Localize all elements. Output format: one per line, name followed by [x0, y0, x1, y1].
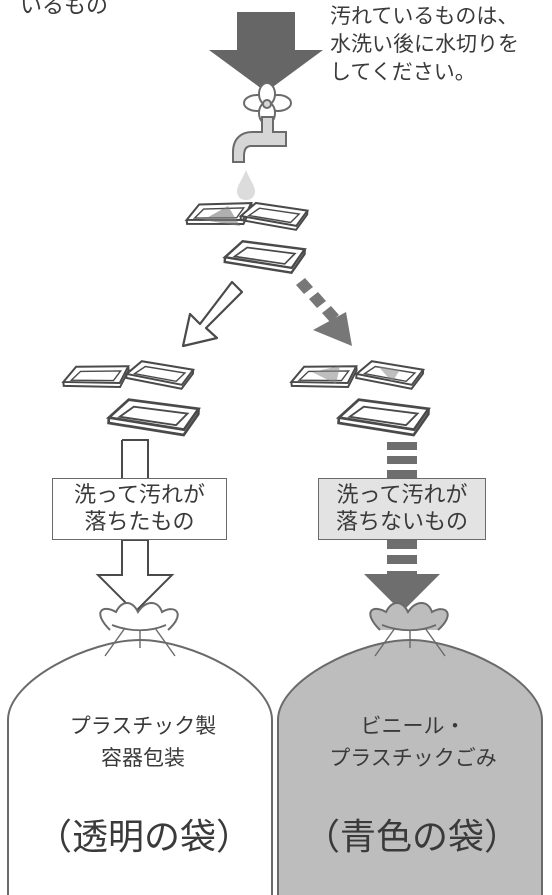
tray-group-right — [289, 358, 431, 438]
right-dashed-down-arrow-icon — [364, 442, 440, 612]
bag-line: 容器包装 — [101, 746, 185, 770]
label-washed-clean: 洗って汚れが 落ちたもの — [52, 478, 227, 540]
bag-type-clear: （透明の袋） — [35, 817, 252, 858]
rinse-note-line: 汚れているものは、 — [330, 4, 519, 28]
top-down-arrow-icon — [209, 12, 323, 92]
rinse-note-line: してください。 — [330, 60, 476, 84]
tray-group-left — [61, 358, 201, 438]
faucet-icon — [232, 82, 292, 163]
bag-type-blue: （青色の袋） — [303, 817, 520, 858]
bag-line: プラスチックごみ — [329, 746, 497, 770]
bag-line: ビニール・ — [360, 714, 466, 738]
bag-line: プラスチック製 — [69, 714, 217, 738]
rinse-note-line: 水洗い後に水切りを — [330, 32, 519, 56]
water-drop-icon — [237, 170, 255, 200]
label-still-dirty: 洗って汚れが 落ちないもの — [318, 478, 486, 540]
bag-category-vinyl-plastic: ビニール・ プラスチックごみ — [298, 710, 528, 774]
garbage-bag-icon — [7, 602, 273, 895]
bag-category-plastic-packaging: プラスチック製 容器包装 — [28, 710, 258, 774]
tray-group-top — [184, 198, 309, 275]
label-line: 洗って汚れが — [336, 483, 468, 508]
garbage-bag-icon — [277, 602, 543, 895]
rinse-note: 汚れているものは、 水洗い後に水切りを してください。 — [330, 2, 519, 86]
dashed-arrow-icon — [296, 278, 352, 346]
label-line: 洗って汚れが — [74, 483, 205, 508]
outline-arrow-icon — [181, 280, 244, 348]
left-outline-down-arrow-icon — [95, 439, 175, 614]
label-line: 落ちたもの — [84, 510, 195, 535]
top-left-fragment: いるもの — [20, 0, 109, 19]
label-line: 落ちないもの — [335, 510, 468, 535]
